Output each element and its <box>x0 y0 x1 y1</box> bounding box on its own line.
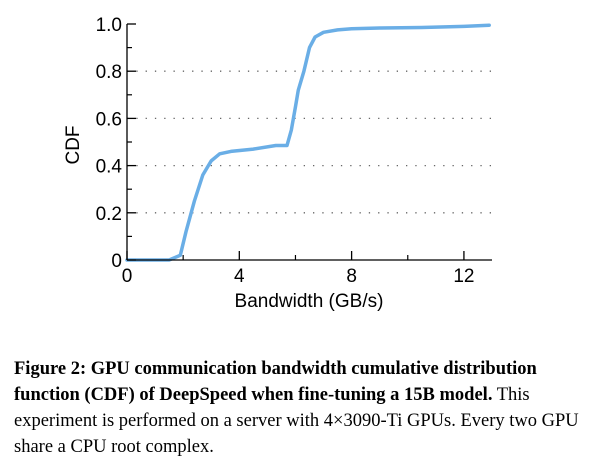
series-layer <box>125 23 491 262</box>
x-ticks: 0 4 8 12 <box>122 251 474 287</box>
y-axis-label: CDF <box>63 125 84 164</box>
y-tick-label: 0.6 <box>96 109 122 130</box>
caption-bold: Figure 2: GPU communication bandwidth cu… <box>14 359 537 405</box>
x-tick-label: 0 <box>122 266 133 287</box>
y-tick-label: 0.2 <box>96 204 122 225</box>
grid-lines <box>127 70 492 214</box>
y-tick-label: 0 <box>111 251 122 272</box>
y-tick-label: 0.4 <box>96 157 123 178</box>
x-tick-label: 4 <box>234 266 245 287</box>
y-tick-label: 0.8 <box>96 62 122 83</box>
figure-caption: Figure 2: GPU communication bandwidth cu… <box>14 356 604 460</box>
axes <box>126 24 492 261</box>
x-tick-label: 8 <box>346 266 357 287</box>
y-ticks: 0 0.2 0.4 0.6 0.8 1.0 <box>96 15 136 272</box>
x-tick-label: 12 <box>453 266 474 287</box>
caption-text: This experiment is performed on a server… <box>14 385 579 457</box>
x-axis-label: Bandwidth (GB/s) <box>235 291 384 312</box>
cdf-curve <box>125 23 491 262</box>
y-tick-label: 1.0 <box>96 15 122 36</box>
